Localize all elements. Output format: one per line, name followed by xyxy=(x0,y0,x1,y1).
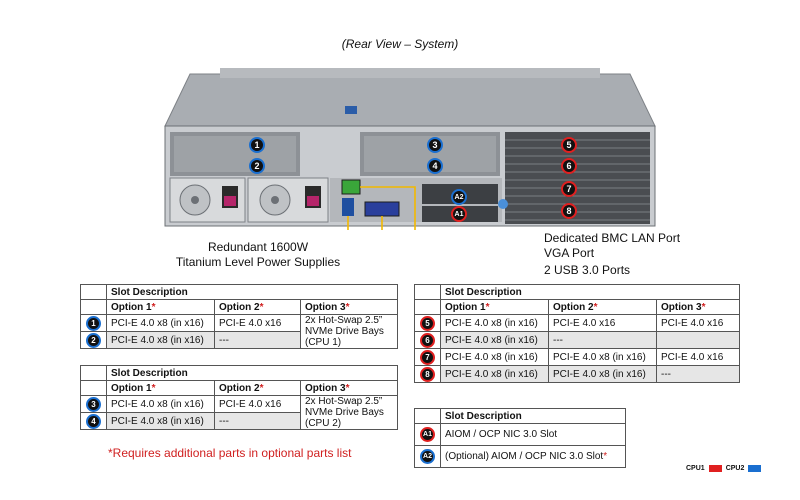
table-row: A1 AIOM / OCP NIC 3.0 Slot xyxy=(414,423,626,446)
cell-option-3: 2x Hot-Swap 2.5” NVMe Drive Bays (CPU 1) xyxy=(300,314,398,349)
cell-option-1: PCI-E 4.0 x8 (in x16) xyxy=(106,314,215,332)
table-section-header: Slot Description xyxy=(106,365,398,381)
callout-usb-ports: 2 USB 3.0 Ports xyxy=(544,263,631,277)
cell-description: AIOM / OCP NIC 3.0 Slot xyxy=(440,423,626,446)
cell-option-2: PCI-E 4.0 x16 xyxy=(548,314,657,332)
table-section-header: Slot Description xyxy=(440,408,626,424)
row-badge: 8 xyxy=(420,366,435,382)
cell-option-2: PCI-E 4.0 x8 (in x16) xyxy=(548,365,657,383)
row-badge: 7 xyxy=(420,349,435,365)
slot-badge-3: 3 xyxy=(427,137,443,153)
cell-option-2: PCI-E 4.0 x16 xyxy=(214,314,301,332)
cell-option-3: --- xyxy=(656,365,740,383)
cell-option-3 xyxy=(656,331,740,349)
legend-cpu1-swatch xyxy=(708,465,722,472)
slot-badge-6: 6 xyxy=(561,158,577,174)
slot-badge-4: 4 xyxy=(427,158,443,174)
slot-badge-7: 7 xyxy=(561,181,577,197)
column-header-option-3: Option 3* xyxy=(300,380,398,396)
slot-table-aiom: Slot Description A1 AIOM / OCP NIC 3.0 S… xyxy=(414,408,626,468)
cell-option-1: PCI-E 4.0 x8 (in x16) xyxy=(440,348,549,366)
cell-option-3: 2x Hot-Swap 2.5” NVMe Drive Bays (CPU 2) xyxy=(300,395,398,430)
cell-option-1: PCI-E 4.0 x8 (in x16) xyxy=(440,314,549,332)
legend-cpu1-label: CPU1 xyxy=(686,465,705,472)
table-section-header: Slot Description xyxy=(440,284,657,300)
table-row: A2 (Optional) AIOM / OCP NIC 3.0 Slot* xyxy=(414,445,626,468)
legend-cpu2-label: CPU2 xyxy=(725,465,745,472)
column-header-option-1: Option 1* xyxy=(440,299,549,315)
callout-bmc-lan-port: Dedicated BMC LAN Port xyxy=(544,231,681,245)
table-row: 3 PCI-E 4.0 x8 (in x16) PCI-E 4.0 x16 2x… xyxy=(80,395,398,430)
cell-option-2: --- xyxy=(548,331,657,349)
slot-table-3: Slot Description Option 1* Option 2* Opt… xyxy=(414,284,740,383)
legend-cpu2-swatch xyxy=(748,465,762,472)
callout-vga-port: VGA Port xyxy=(544,246,595,260)
slot-badge-a1: A1 xyxy=(451,206,467,222)
slot-badge-8: 8 xyxy=(561,203,577,219)
slot-badge-1: 1 xyxy=(249,137,265,153)
table-row: 5 PCI-E 4.0 x8 (in x16) PCI-E 4.0 x16 PC… xyxy=(414,314,740,332)
psu-label: Redundant 1600W Titanium Level Power Sup… xyxy=(158,240,358,270)
column-header-option-2: Option 2* xyxy=(214,380,301,396)
cell-option-3: PCI-E 4.0 x16 xyxy=(656,314,740,332)
cell-option-3: PCI-E 4.0 x16 xyxy=(656,348,740,366)
cell-option-2: --- xyxy=(214,331,301,349)
cell-option-1: PCI-E 4.0 x8 (in x16) xyxy=(106,331,215,349)
column-header-option-3: Option 3* xyxy=(656,299,740,315)
table-row: 8 PCI-E 4.0 x8 (in x16) PCI-E 4.0 x8 (in… xyxy=(414,365,740,383)
cell-option-1: PCI-E 4.0 x8 (in x16) xyxy=(440,365,549,383)
optional-parts-note: *Requires additional parts in optional p… xyxy=(108,446,352,460)
row-badge: 2 xyxy=(86,332,101,348)
column-header-option-1: Option 1* xyxy=(106,380,215,396)
slot-table-2: Slot Description Option 1* Option 2* Opt… xyxy=(80,365,398,430)
table-row: 2 PCI-E 4.0 x8 (in x16) --- xyxy=(80,331,398,349)
slot-badge-a2: A2 xyxy=(451,189,467,205)
cell-option-2: PCI-E 4.0 x16 xyxy=(214,395,301,413)
row-badge: 4 xyxy=(86,413,101,429)
row-badge: 3 xyxy=(86,396,101,412)
column-header-option-2: Option 2* xyxy=(214,299,301,315)
table-section-header: Slot Description xyxy=(106,284,398,300)
table-row: 4 PCI-E 4.0 x8 (in x16) --- xyxy=(80,412,398,430)
cell-option-1: PCI-E 4.0 x8 (in x16) xyxy=(106,412,215,430)
cpu-legend: CPU1 CPU2 xyxy=(686,465,762,472)
slot-badge-5: 5 xyxy=(561,137,577,153)
cell-option-1: PCI-E 4.0 x8 (in x16) xyxy=(440,331,549,349)
column-header-option-3: Option 3* xyxy=(300,299,398,315)
cell-option-2: --- xyxy=(214,412,301,430)
slot-table-1: Slot Description Option 1* Option 2* Opt… xyxy=(80,284,398,349)
cell-option-2: PCI-E 4.0 x8 (in x16) xyxy=(548,348,657,366)
view-title: (Rear View – System) xyxy=(341,37,459,51)
table-row: 7 PCI-E 4.0 x8 (in x16) PCI-E 4.0 x8 (in… xyxy=(414,348,740,366)
server-chassis-rear xyxy=(164,68,656,230)
column-header-option-1: Option 1* xyxy=(106,299,215,315)
cell-option-1: PCI-E 4.0 x8 (in x16) xyxy=(106,395,215,413)
row-badge: A1 xyxy=(420,427,435,442)
table-row: 1 PCI-E 4.0 x8 (in x16) PCI-E 4.0 x16 2x… xyxy=(80,314,398,349)
slot-badge-2: 2 xyxy=(249,158,265,174)
table-row: 6 PCI-E 4.0 x8 (in x16) --- xyxy=(414,331,740,349)
row-badge: 1 xyxy=(86,315,101,331)
row-badge: 5 xyxy=(420,315,435,331)
psu-label-line1: Redundant 1600W xyxy=(207,240,309,254)
psu-label-line2: Titanium Level Power Supplies xyxy=(175,255,341,269)
column-header-option-2: Option 2* xyxy=(548,299,657,315)
row-badge: 6 xyxy=(420,332,435,348)
cell-description: (Optional) AIOM / OCP NIC 3.0 Slot* xyxy=(440,445,626,468)
row-badge: A2 xyxy=(420,449,435,464)
